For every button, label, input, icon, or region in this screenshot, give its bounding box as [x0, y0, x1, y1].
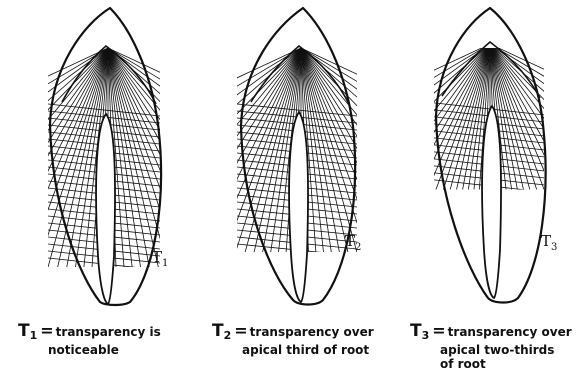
tooth-t1: [0, 8, 268, 348]
caption-equals: =: [234, 321, 247, 340]
pulp-canal: [289, 112, 308, 302]
caption-line1: transparency is: [56, 325, 161, 339]
tooth-t3: [332, 8, 586, 340]
pulp-canal: [96, 114, 115, 304]
caption-line1: transparency over: [250, 325, 374, 339]
caption-subscript: 1: [30, 329, 38, 342]
caption-symbol: T: [18, 321, 30, 341]
caption-subscript: 2: [224, 329, 232, 342]
caption-symbol: T: [212, 321, 224, 341]
caption-line3: of root: [410, 357, 586, 371]
tooth-label-t1: T1: [152, 248, 168, 269]
caption-t3: T3=transparency over apical two-thirds o…: [410, 324, 586, 371]
caption-equals: =: [40, 321, 53, 340]
tooth-label-t2: T2: [345, 232, 361, 253]
caption-line1: transparency over: [448, 325, 572, 339]
caption-subscript: 3: [422, 329, 430, 342]
tooth-t2: [141, 8, 461, 348]
caption-line2: noticeable: [18, 343, 183, 357]
caption-t2: T2=transparency over apical third of roo…: [212, 324, 397, 357]
caption-symbol: T: [410, 321, 422, 341]
pulp-canal: [482, 106, 501, 298]
caption-equals: =: [432, 321, 445, 340]
caption-t1: T1=transparency is noticeable: [18, 324, 183, 357]
caption-line2: apical two-thirds: [410, 343, 586, 357]
caption-line2: apical third of root: [212, 343, 397, 357]
tooth-label-t3: T3: [541, 232, 557, 253]
